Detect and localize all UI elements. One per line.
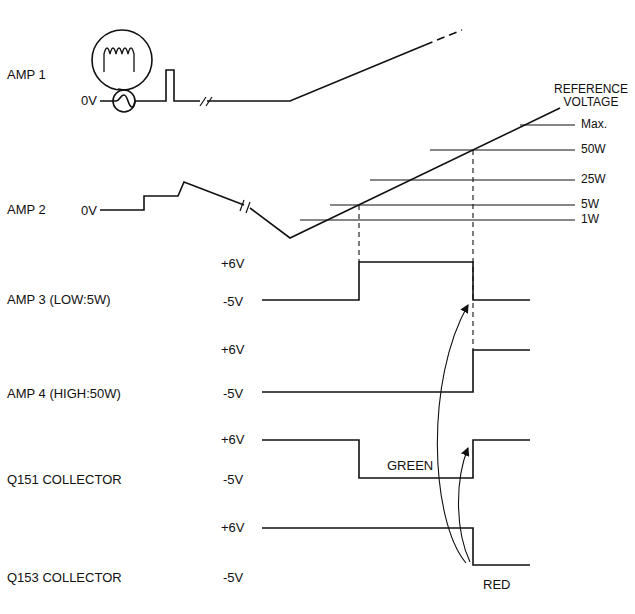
- reference-level: Max.: [580, 118, 608, 131]
- voltage-level: +6V: [220, 521, 246, 535]
- voltage-level: -5V: [222, 295, 244, 309]
- voltage-level: 0V: [80, 94, 98, 108]
- voltage-level: +6V: [220, 433, 246, 447]
- reference-level: 1W: [580, 213, 600, 226]
- signal-name: Q153 COLLECTOR: [6, 571, 123, 585]
- voltage-level: -5V: [222, 571, 244, 585]
- voltage-level: -5V: [222, 387, 244, 401]
- led-color: RED: [482, 578, 511, 592]
- voltage-level: +6V: [220, 343, 246, 357]
- reference-level: 5W: [580, 198, 600, 211]
- reference-level: 50W: [580, 143, 607, 156]
- signal-name: AMP 4 (HIGH:50W): [6, 387, 122, 401]
- voltage-level: 0V: [80, 204, 98, 218]
- signal-name: AMP 1: [6, 68, 47, 82]
- signal-name: AMP 3 (LOW:5W): [6, 293, 112, 307]
- reference-level: 25W: [580, 173, 607, 186]
- signal-name: AMP 2: [6, 203, 47, 217]
- voltage-level: +6V: [220, 257, 246, 271]
- voltage-level: -5V: [222, 473, 244, 487]
- axis-title: REFERENCE VOLTAGE: [550, 83, 632, 109]
- signal-name: Q151 COLLECTOR: [6, 473, 123, 487]
- led-color: GREEN: [386, 459, 434, 473]
